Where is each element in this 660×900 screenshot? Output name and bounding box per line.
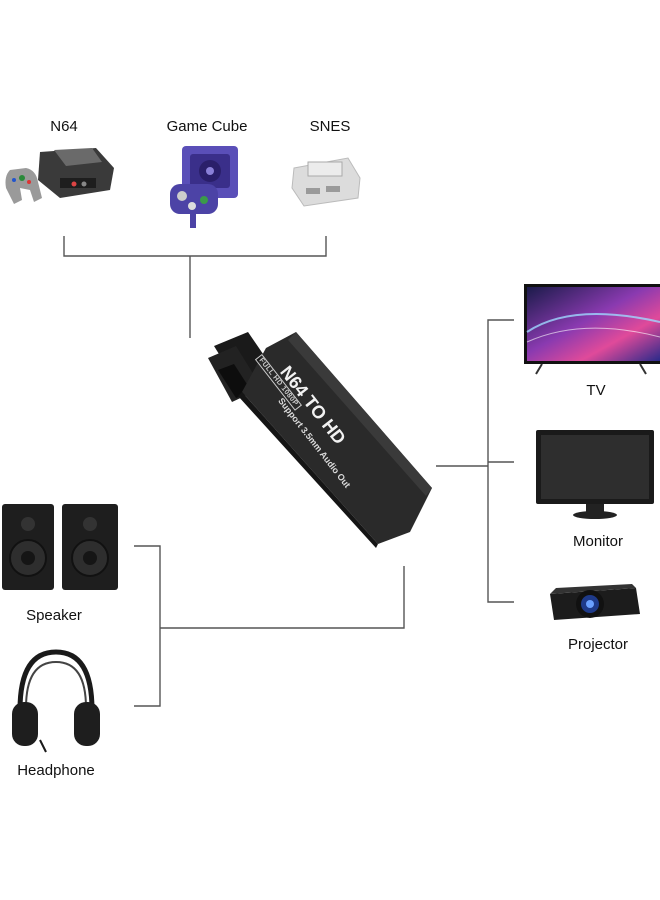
projector-label: Projector — [567, 636, 629, 653]
snes-label: SNES — [309, 118, 351, 135]
monitor-label: Monitor — [572, 533, 624, 550]
adapter-to-audio-line — [160, 566, 405, 629]
gamecube-image — [170, 146, 238, 228]
tv-image — [524, 284, 660, 375]
headphone-image — [12, 649, 100, 753]
headphone-label: Headphone — [17, 762, 95, 779]
speaker-image — [2, 504, 118, 590]
display-bracket — [487, 319, 514, 603]
n64-to-hd-adapter: FULL HD 1080P N64 TO HD Support 3.5mm Au… — [200, 318, 450, 548]
snes-image — [291, 157, 361, 207]
projector-image — [550, 584, 640, 620]
source-bracket — [63, 236, 327, 257]
audio-bracket — [134, 545, 161, 707]
gamecube-label: Game Cube — [166, 118, 248, 135]
monitor-image — [536, 430, 654, 519]
n64-console-image — [5, 148, 114, 204]
n64-label: N64 — [50, 118, 78, 135]
speaker-label: Speaker — [26, 607, 82, 624]
tv-label: TV — [586, 382, 606, 399]
